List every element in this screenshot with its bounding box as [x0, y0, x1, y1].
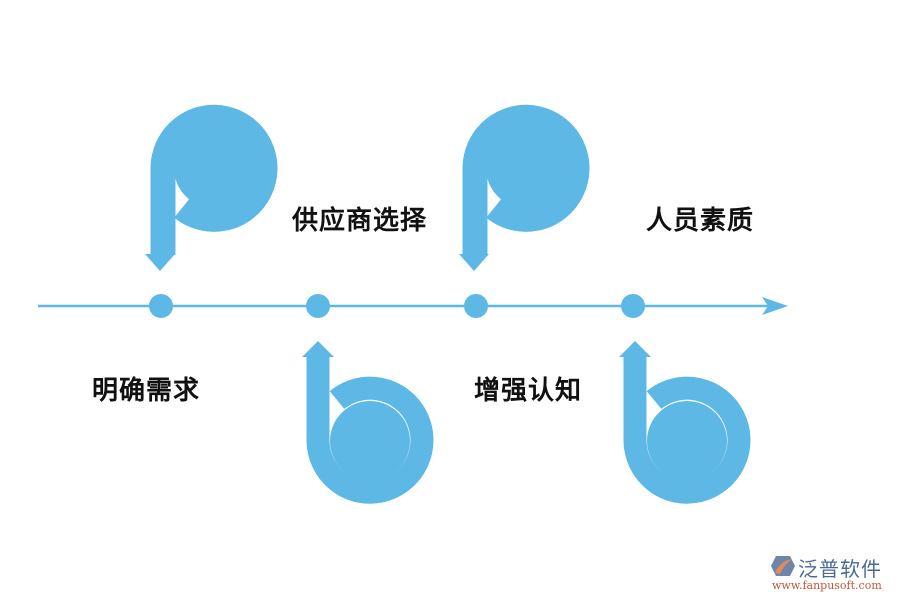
p-arrow-down-icon — [145, 104, 278, 271]
timeline-arrowhead-icon — [762, 297, 788, 315]
step-label-3: 增强认知 — [474, 376, 583, 406]
timeline-node-3 — [464, 294, 488, 318]
step-label-4: 人员素质 — [646, 206, 755, 236]
brand-url: www.fanpusoft.com — [772, 579, 882, 592]
brand-logo-icon — [771, 556, 795, 576]
p-arrow-down-icon — [459, 104, 590, 271]
timeline-node-4 — [621, 294, 645, 318]
brand-watermark: 泛普软件 www.fanpusoft.com — [768, 553, 898, 598]
timeline-node-1 — [149, 294, 173, 318]
step-label-1: 明确需求 — [92, 376, 201, 406]
brand-name: 泛普软件 — [798, 557, 882, 581]
step-label-2: 供应商选择 — [292, 206, 428, 236]
timeline-node-2 — [306, 294, 330, 318]
b-arrow-up-icon — [302, 341, 434, 504]
b-arrow-up-icon — [619, 341, 751, 504]
